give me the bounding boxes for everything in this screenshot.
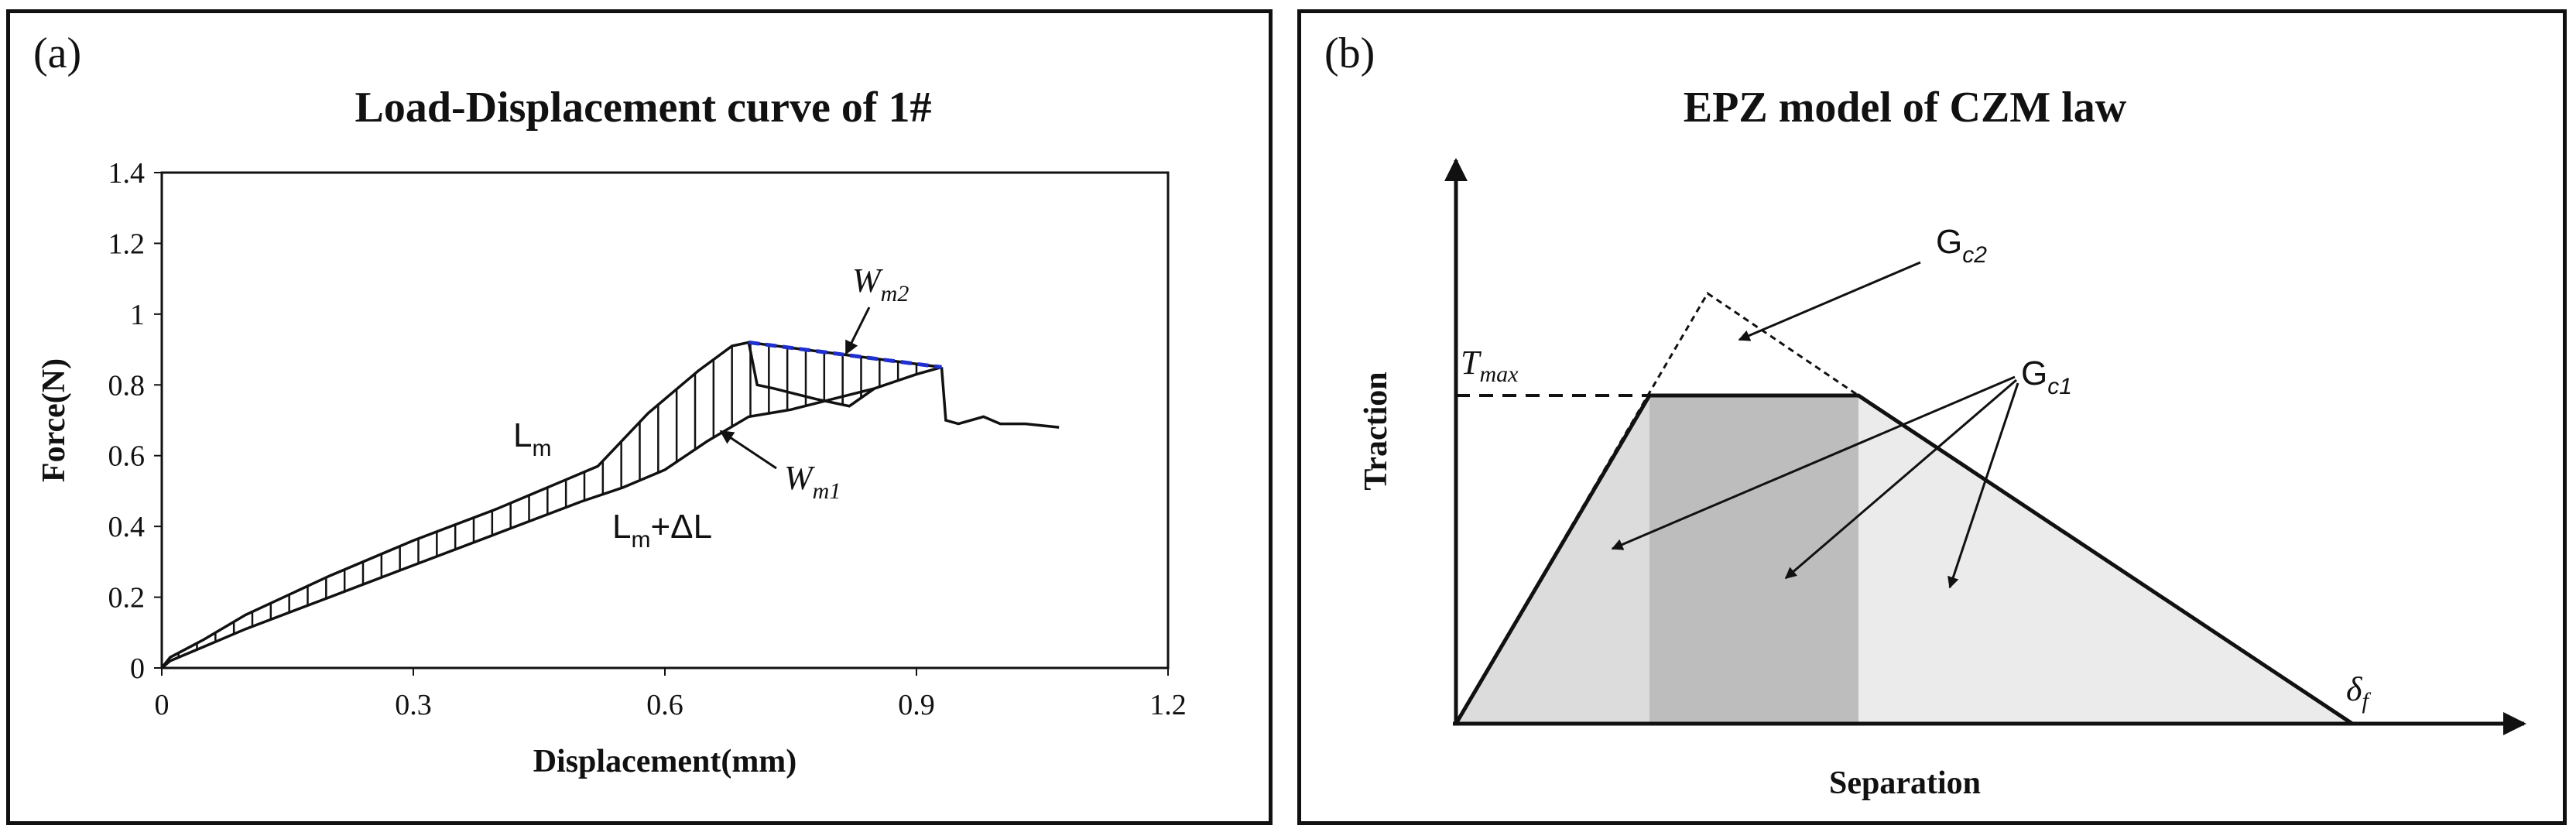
annotation-wm2: Wm2 <box>852 262 909 306</box>
region-plateau <box>1649 396 1858 724</box>
arrow-gc2 <box>1738 261 1921 341</box>
panel-b: (b) EPZ model of CZM law Separation Trac… <box>1297 9 2567 825</box>
tmax-label: Tmax <box>1461 344 1519 387</box>
x-tick-label: 0.3 <box>395 689 432 721</box>
series-lower-curve <box>160 365 942 669</box>
gc1-label: Gc1 <box>2021 354 2072 399</box>
chart-title: Load-Displacement curve of 1# <box>355 84 931 132</box>
x-tick-label: 0.9 <box>898 689 935 721</box>
y-tick-label: 0.2 <box>108 582 146 615</box>
load-displacement-chart: (a) Load-Displacement curve of 1# 0 0.2 0.… <box>33 29 1187 779</box>
arrow-gc1-fall <box>1947 382 2019 589</box>
plot-area <box>160 171 1170 669</box>
panel-b-letter: (b) <box>1324 29 1375 77</box>
series-post-peak <box>940 367 1060 429</box>
delta-f-label: δf <box>2346 670 2371 714</box>
panel-a: (a) Load-Displacement curve of 1# 0 0.2 0.… <box>6 9 1273 825</box>
gc2-label: Gc2 <box>1936 223 1987 268</box>
annotation-wm1: Wm1 <box>784 459 841 504</box>
x-axis-title: Displacement(mm) <box>533 744 797 779</box>
diagram-title: EPZ model of CZM law <box>1684 84 2127 132</box>
triangle-dashed <box>1454 291 1859 724</box>
y-tick-labels: 0 0.2 0.4 0.6 0.8 1 1.2 1.4 <box>108 157 162 685</box>
annotation-lm-dl: Lm+ΔL <box>612 508 712 553</box>
y-axis-title: Force(N) <box>36 358 72 482</box>
hatch-lines <box>177 342 937 658</box>
y-tick-label: 0.4 <box>108 511 146 543</box>
arrow-gc1-plateau <box>1784 378 2017 580</box>
x-tick-label: 0 <box>155 689 170 721</box>
arrow-wm2 <box>844 306 871 355</box>
arrow-wm1 <box>719 430 777 470</box>
curves <box>160 340 1060 669</box>
y-tick-label: 0.6 <box>108 440 146 473</box>
x-tick-labels: 0 0.3 0.6 0.9 1.2 <box>155 668 1187 721</box>
series-upper-curve <box>160 341 942 669</box>
epz-trapezoid <box>1454 393 2354 726</box>
x-axis-title: Separation <box>1829 765 1981 801</box>
y-tick-label: 0 <box>130 652 145 685</box>
epz-model-diagram: (b) EPZ model of CZM law Separation Trac… <box>1324 29 2526 801</box>
y-axis-title: Traction <box>1358 372 1394 490</box>
y-tick-label: 1 <box>130 299 145 331</box>
arrow-gc1-rise <box>1611 375 2016 550</box>
y-tick-label: 1.2 <box>108 228 146 260</box>
series-dashed-line <box>748 340 942 369</box>
y-tick-label: 1.4 <box>108 157 146 190</box>
x-tick-label: 0.6 <box>646 689 683 721</box>
panel-a-letter: (a) <box>33 29 81 77</box>
annotation-lm: Lm <box>513 416 551 461</box>
x-tick-label: 1.2 <box>1149 689 1187 721</box>
series-inner-branch <box>747 342 875 408</box>
y-tick-label: 0.8 <box>108 369 146 402</box>
